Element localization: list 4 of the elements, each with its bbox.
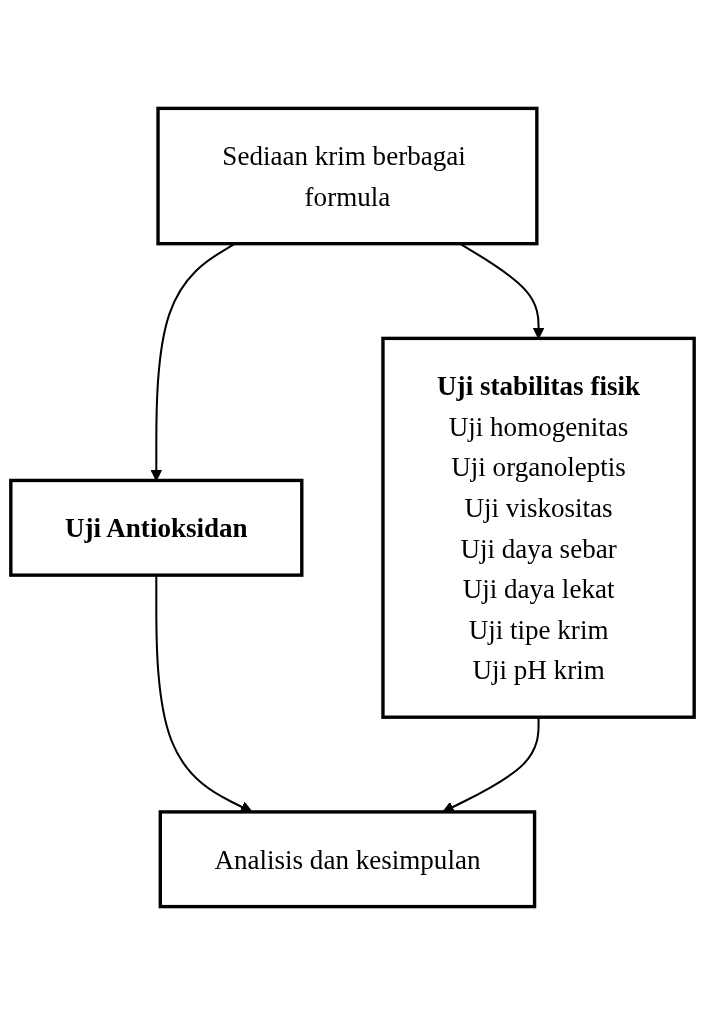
node-box: Analisis dan kesimpulan (158, 810, 537, 909)
node-box: Uji Antioksidan (9, 478, 304, 577)
node-box: Uji stabilitas fisik Uji homogenitas Uji organoleptis Uji viskositas Uji daya sebar Uji daya lekat Uji tipe krim Uji pH krim (381, 336, 696, 719)
node-box: Sediaan krim berbagai formula (156, 106, 539, 246)
